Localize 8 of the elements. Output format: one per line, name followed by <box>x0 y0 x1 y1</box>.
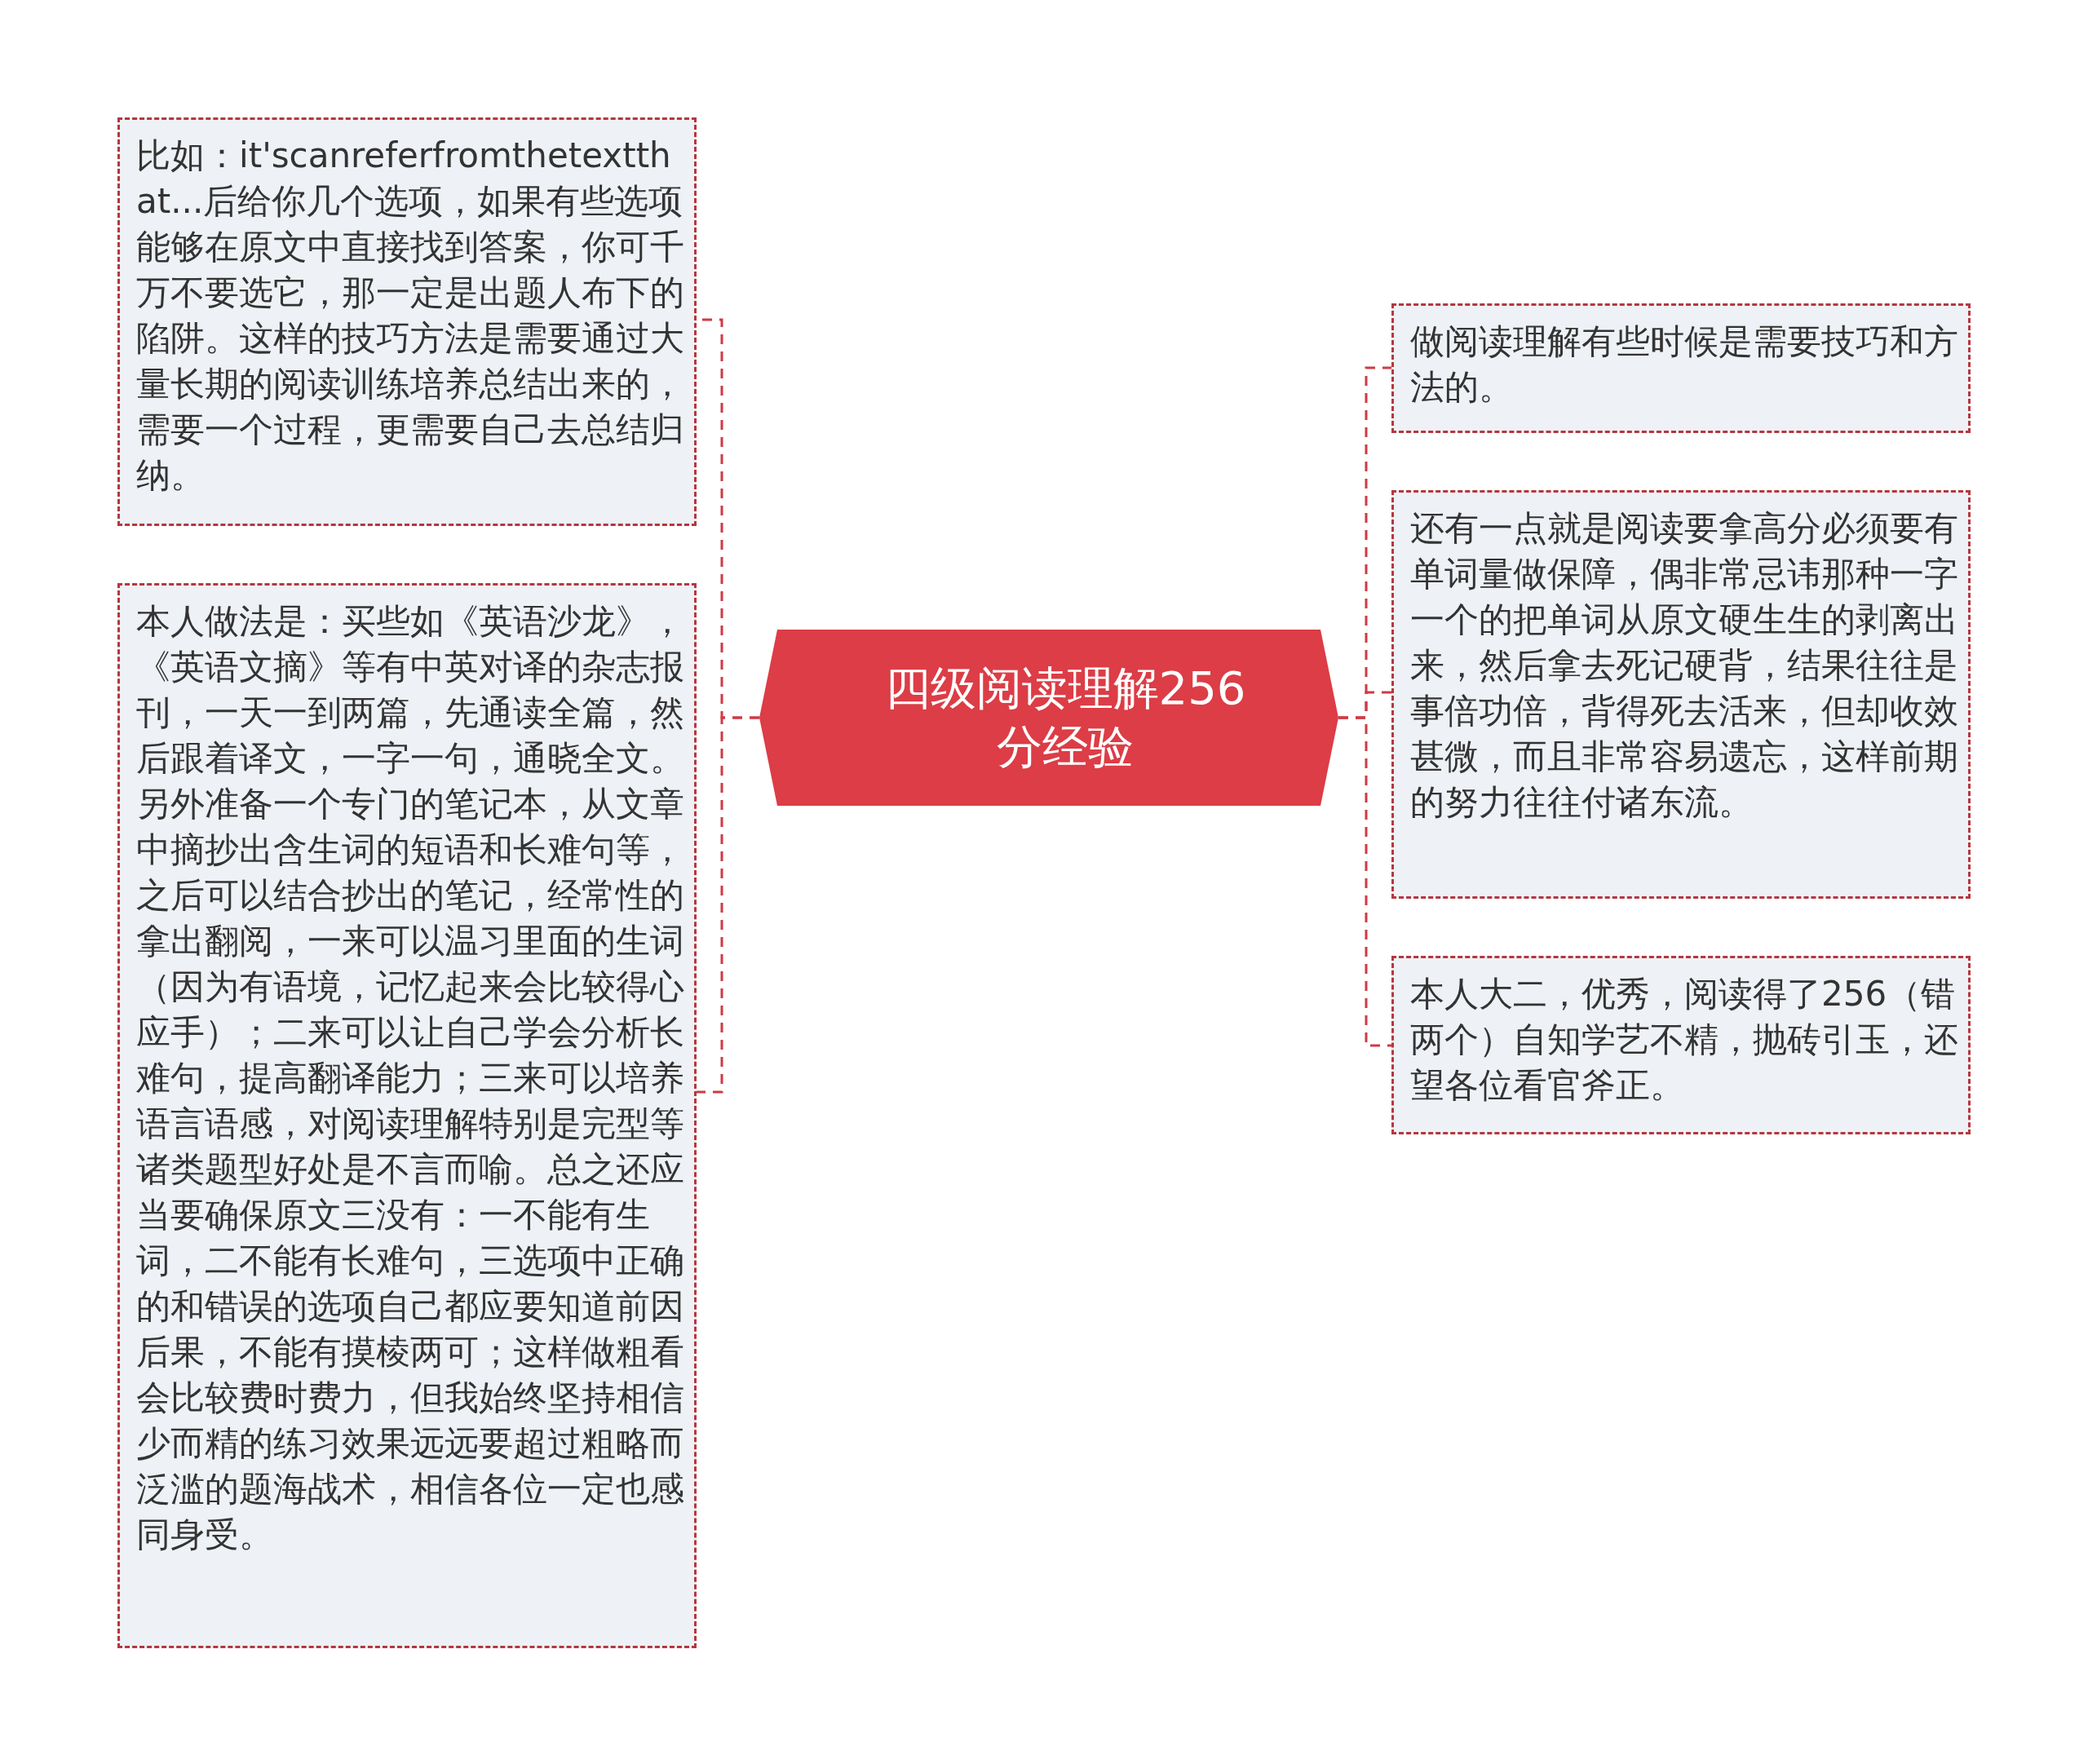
topic-box: 做阅读理解有些时候是需要技巧和方法的。 <box>1391 303 1971 433</box>
connector-line <box>1338 716 1391 1047</box>
central-topic-hexagon: 四级阅读理解256分经验 <box>759 630 1338 806</box>
topic-box: 还有一点就是阅读要拿高分必须要有单词量做保障，偶非常忌讳那种一字一个的把单词从原文硬生生的剥离出来，然后拿去死记硬背，结果往往是事倍功倍，背得死去活来，但却收效甚微，而且非常容易遗忘，这样前期的努力往往付诸东流。 <box>1391 490 1971 899</box>
topic-box: 本人做法是：买些如《英语沙龙》，《英语文摘》等有中英对译的杂志报刊，一天一到两篇，先通读全篇，然后跟着译文，一字一句，通晓全文。另外准备一个专门的笔记本，从文章中摘抄出含生词的短语和长难句等，之后可以结合抄出的笔记，经常性的拿出翻阅，一来可以温习里面的生词（因为有语境，记忆起来会比较得心应手）；二来可以让自己学会分析长难句，提高翻译能力；三来可以培养语言语感，对阅读理解特别是完型等诸类题型好处是不言而喻。总之还应当要确保原文三没有：一不能有生词，二不能有长难句，三选项中正确的和错误的选项自己都应要知道前因后果，不能有摸棱两可；这样做粗看会比较费时费力，但我始终坚持相信少而精的练习效果远远要超过粗略而泛滥的题海战术，相信各位一定也感同身受。 <box>117 583 697 1648</box>
connector-line <box>697 716 759 1094</box>
topic-box: 本人大二，优秀，阅读得了256（错两个）自知学艺不精，抛砖引玉，还望各位看官斧正。 <box>1391 956 1971 1134</box>
topic-box: 比如：it'scanreferfromthetextthat...后给你几个选项，如果有些选项能够在原文中直接找到答案，你可千万不要选它，那一定是出题人布下的陷阱。这样的技巧方法是需要通过大量长期的阅读训练培养总结出来的，需要一个过程，更需要自己去总结归纳。 <box>117 117 697 526</box>
